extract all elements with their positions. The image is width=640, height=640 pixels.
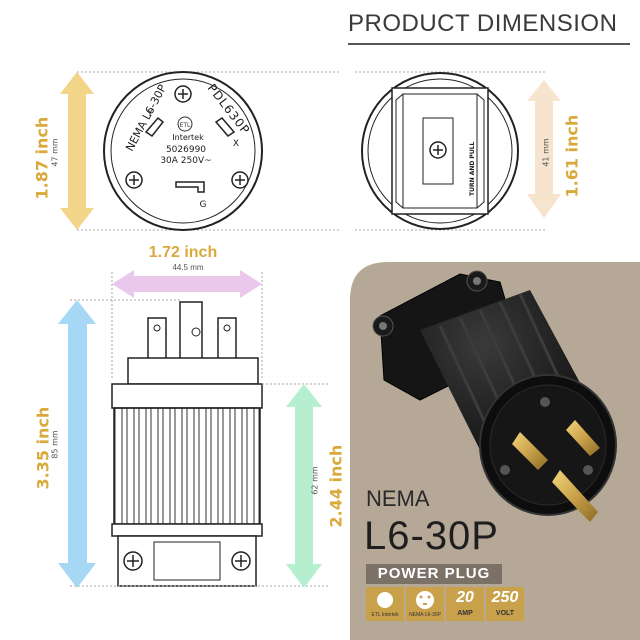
- title-underline: [348, 43, 630, 45]
- screw-icon: [231, 551, 251, 571]
- blade-ground: [175, 181, 205, 193]
- side-view-drawing: [70, 299, 330, 587]
- width-inch: 1.72 inch: [148, 244, 218, 261]
- screw-icon: [125, 171, 143, 189]
- turn-and-pull-text: TURN AND PULL: [469, 141, 476, 196]
- etl-badge-label: ETL Intertek: [371, 612, 399, 618]
- total-length-arrow: [58, 300, 96, 588]
- total-length-mm: 85 mm: [50, 430, 60, 459]
- blade-y: [144, 116, 165, 138]
- screw-icon: [174, 85, 192, 103]
- screw-icon: [372, 315, 394, 337]
- page-title: PRODUCT DIMENSION: [348, 10, 618, 37]
- screw-icon: [123, 551, 143, 571]
- cert-number: 5026990: [166, 145, 206, 155]
- product-panel: [350, 262, 640, 640]
- volt-value: 250: [491, 589, 519, 606]
- body-length-mm: 62 mm: [310, 466, 320, 495]
- rating-text: 30A 250V~: [160, 156, 211, 166]
- rear-height-inch: 1.61 inch: [562, 114, 582, 198]
- lab-text: Intertek: [172, 133, 204, 142]
- screw-icon: [466, 270, 488, 292]
- etl-logo: [177, 116, 193, 132]
- body-length-arrow: [286, 384, 322, 588]
- amp-badge: [446, 587, 484, 621]
- screw-icon: [231, 171, 249, 189]
- pin-g-label: G: [200, 200, 207, 210]
- rear-height-arrow: [527, 80, 561, 218]
- body-length-inch: 2.44 inch: [326, 444, 346, 528]
- front-height-arrow: [60, 71, 340, 231]
- pin-x-label: X: [233, 139, 239, 149]
- rear-view-drawing: TURN AND PULL: [355, 71, 545, 231]
- width-mm: 44.5 mm: [172, 263, 204, 272]
- blade-x: [214, 117, 236, 137]
- etl-logo-text: ETL: [180, 122, 191, 129]
- screw-icon: [429, 141, 447, 159]
- spec-badges: [366, 587, 524, 621]
- volt-unit: VOLT: [495, 610, 515, 617]
- front-height-mm: 47 mm: [50, 138, 60, 167]
- width-arrow: [111, 270, 263, 380]
- amp-value: 20: [456, 589, 474, 606]
- front-face-drawing: ETL Intertek 5026990 30A 250V~ Y X G NEM…: [103, 71, 263, 231]
- amp-unit: AMP: [457, 610, 473, 617]
- pin-y-label: Y: [146, 109, 153, 119]
- rear-height-mm: 41 mm: [541, 138, 551, 167]
- volt-badge: [486, 587, 524, 621]
- power-plug-banner: POWER PLUG: [366, 564, 502, 584]
- nema-badge-label: NEMA L6-30P: [409, 612, 441, 618]
- product-brand-line: NEMA: [366, 486, 430, 511]
- front-height-inch: 1.87 inch: [32, 116, 52, 200]
- product-model-line: L6-30P: [364, 514, 499, 558]
